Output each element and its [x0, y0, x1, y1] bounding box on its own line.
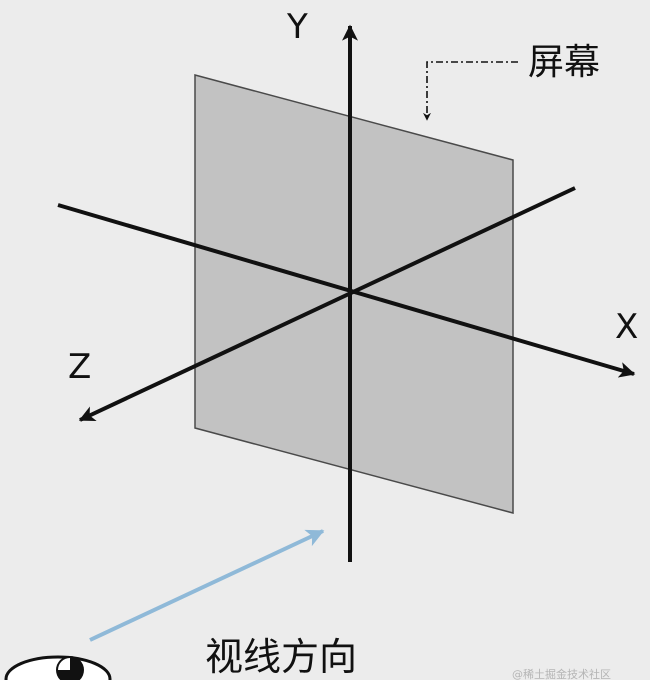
- x-axis: [57, 203, 636, 378]
- screen-plane: [194, 74, 514, 514]
- screen-pointer-line: [423, 61, 518, 121]
- z-axis: [78, 186, 576, 422]
- x-axis-label: X: [615, 307, 638, 347]
- screen-label: 屏幕: [528, 42, 600, 83]
- watermark: @稀土掘金技术社区: [512, 667, 611, 680]
- eye-icon: [4, 655, 112, 680]
- view-direction-label: 视线方向: [205, 635, 357, 679]
- view-direction-arrow: [89, 529, 325, 642]
- z-axis-label: Z: [68, 347, 91, 387]
- y-axis-label: Y: [286, 7, 308, 47]
